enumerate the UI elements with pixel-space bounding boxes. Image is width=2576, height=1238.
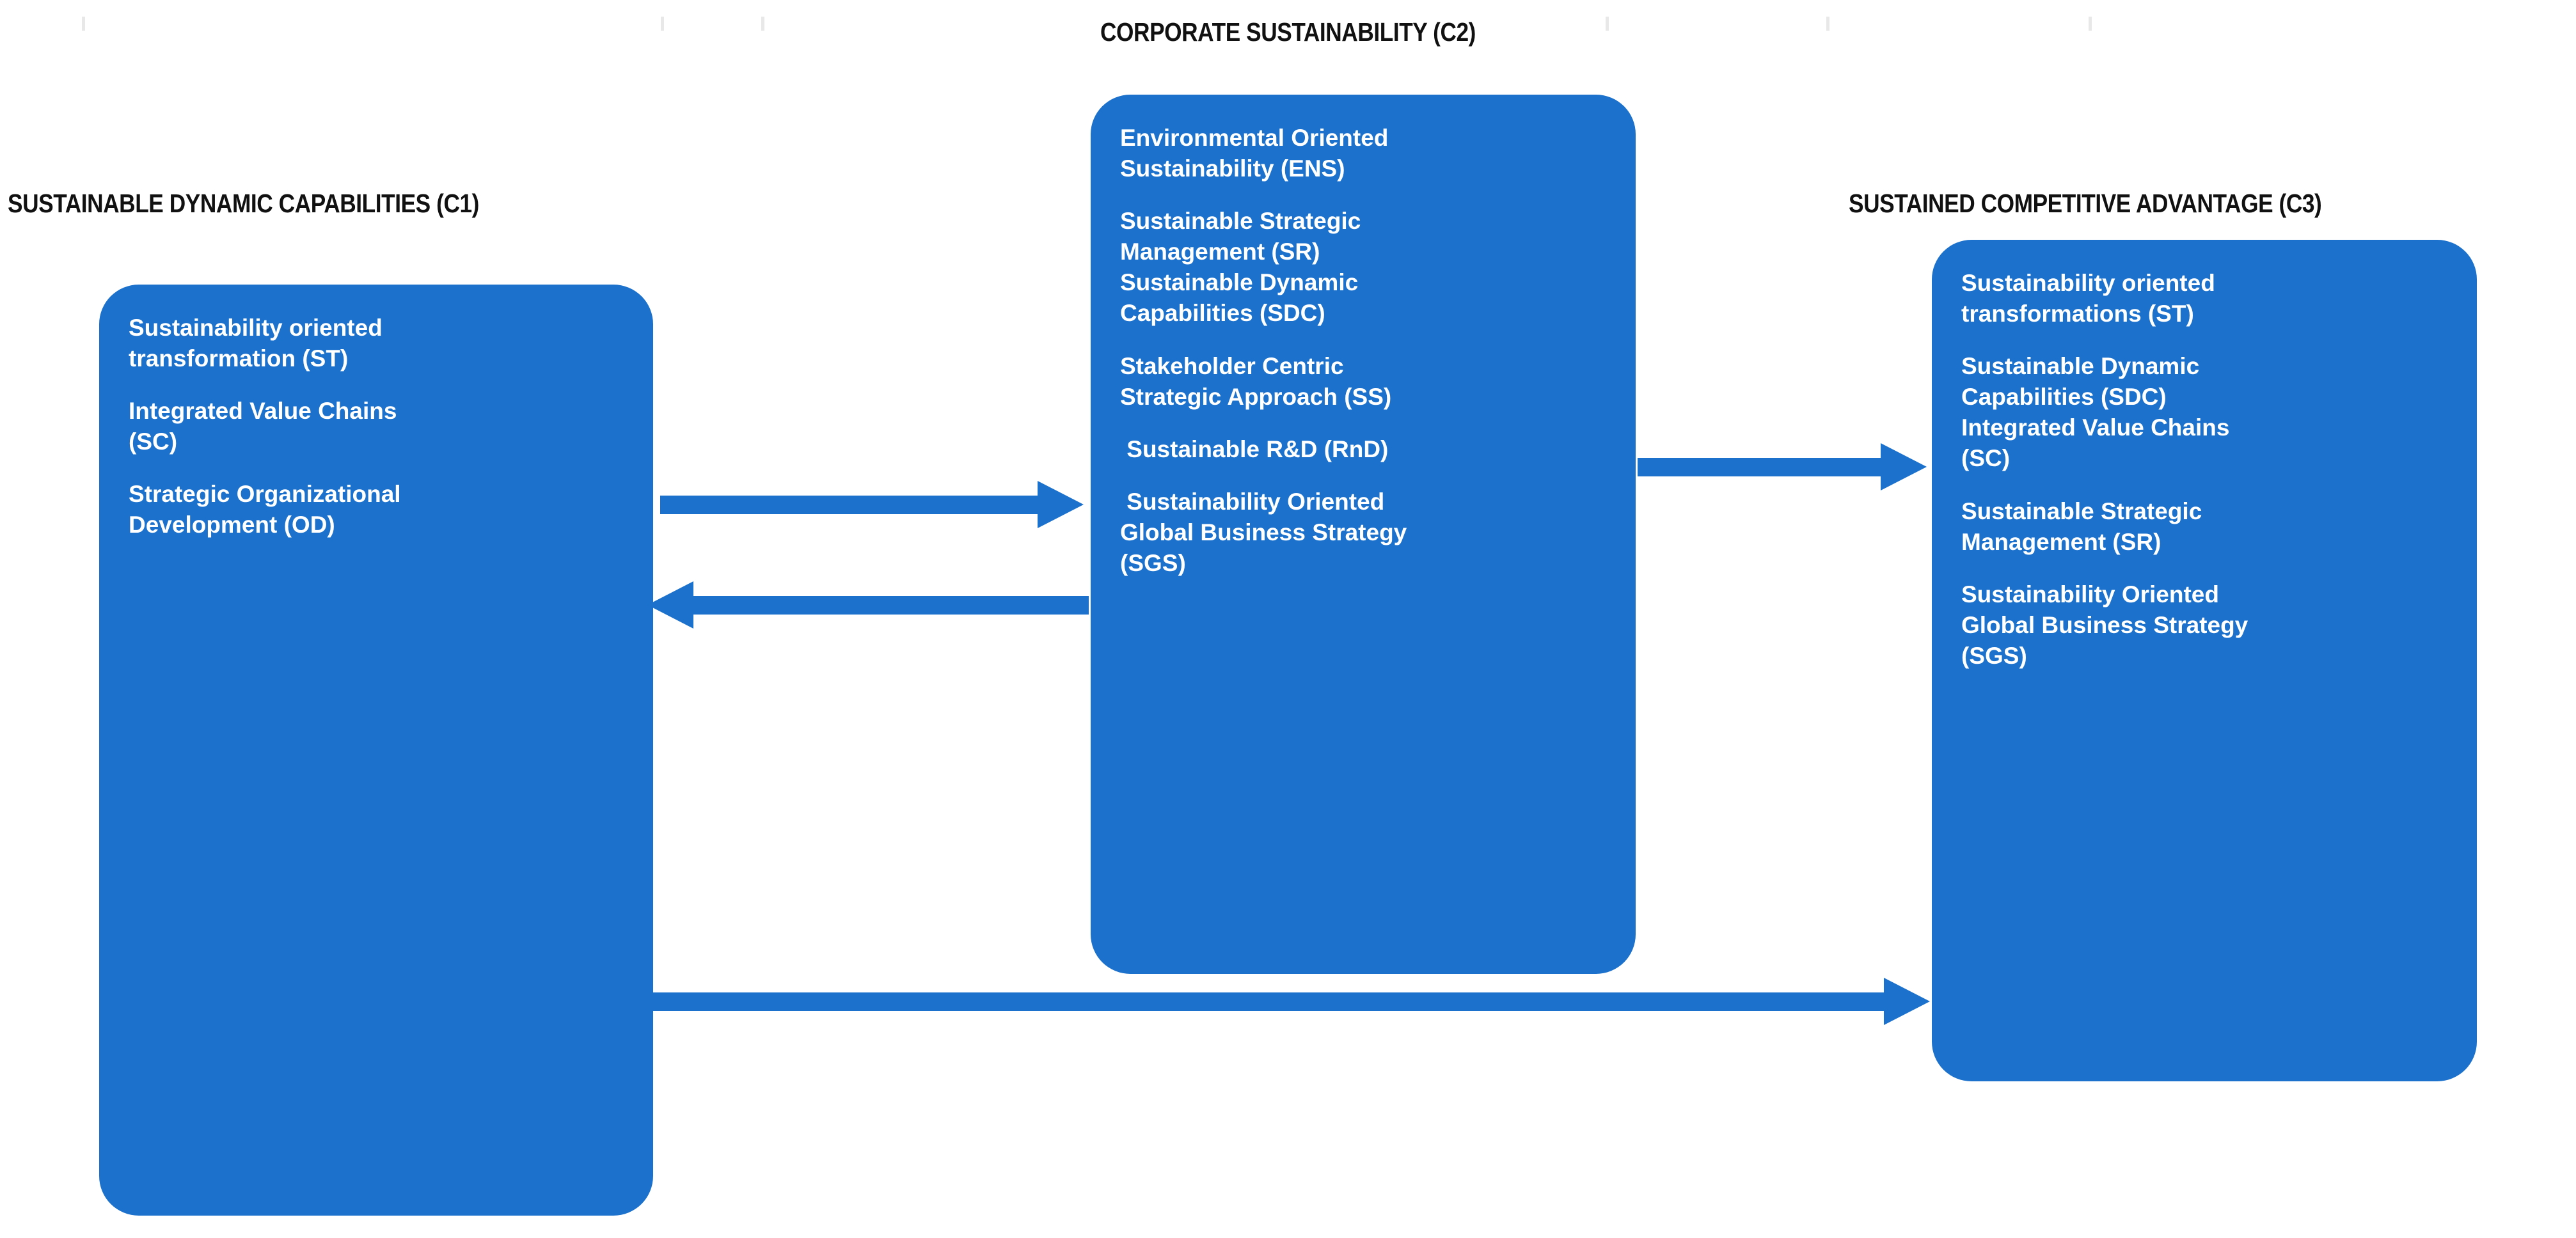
ruler-tick [1606,17,1609,31]
construct-item: Stakeholder Centric Strategic Approach (… [1120,352,1392,410]
construct-item: Sustainable Dynamic Capabilities (SDC) [1120,269,1359,327]
ruler-tick [661,17,664,31]
construct-header-c3: SUSTAINED COMPETITIVE ADVANTAGE (C3) [1849,189,2322,218]
construct-box-c3[interactable]: Sustainability oriented transformations … [1932,240,2477,1081]
ruler-tick [2089,17,2092,31]
construct-item: Integrated Value Chains (SC) [1961,414,2230,472]
arrow-shaft [660,496,1039,514]
arrow-head-right-icon [1881,443,1927,490]
construct-item: Integrated Value Chains (SC) [129,398,397,455]
construct-item-list-c1: Sustainability oriented transformation (… [129,313,624,541]
ruler-tick [761,17,764,31]
construct-box-c2[interactable]: Environmental Oriented Sustainability (E… [1091,95,1636,974]
construct-box-c1[interactable]: Sustainability oriented transformation (… [99,285,653,1216]
construct-item: Environmental Oriented Sustainability (E… [1120,125,1389,182]
construct-header-c2: CORPORATE SUSTAINABILITY (C2) [1100,17,1476,47]
arrow-head-left-icon [647,581,693,629]
ruler-tick [82,17,85,31]
arrow-shaft [692,596,1089,615]
construct-item: Sustainable Strategic Management (SR) [1120,208,1361,265]
arrow-head-right-icon [1038,481,1084,528]
construct-item: Strategic Organizational Development (OD… [129,481,401,538]
ruler-tick [1826,17,1829,31]
construct-item: Sustainability oriented transformations … [1961,270,2215,327]
construct-item: Sustainable Strategic Management (SR) [1961,498,2202,555]
construct-item-list-c2: Environmental Oriented Sustainability (E… [1120,123,1606,579]
construct-item: Sustainability Oriented Global Business … [1120,488,1407,577]
construct-item-list-c3: Sustainability oriented transformations … [1961,268,2447,671]
arrow-shaft [1638,458,1882,476]
construct-item: Sustainability Oriented Global Business … [1961,581,2248,669]
construct-item: Sustainability oriented transformation (… [129,315,383,372]
arrow-shaft [647,992,1885,1011]
arrow-head-right-icon [1884,978,1930,1025]
construct-item: Sustainable R&D (RnD) [1120,435,1389,462]
construct-item: Sustainable Dynamic Capabilities (SDC) [1961,353,2200,411]
construct-header-c1: SUSTAINABLE DYNAMIC CAPABILITIES (C1) [8,189,479,218]
